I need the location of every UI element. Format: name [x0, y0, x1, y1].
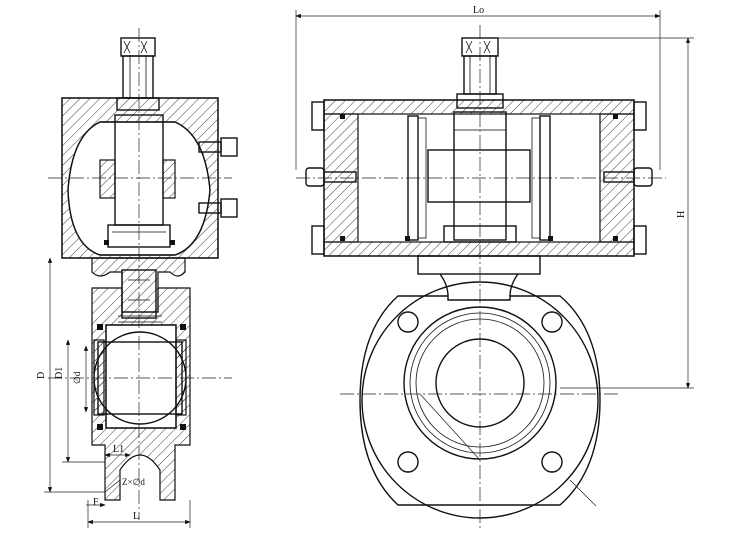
side-dimensions — [44, 257, 191, 528]
mounting-bracket — [417, 255, 541, 297]
dim-label-l: L — [133, 511, 139, 522]
dim-label-lo: Lo — [473, 5, 484, 16]
dim-label-z: Z×∅d — [122, 477, 145, 487]
side-section-view: D D1 ∅d L1 Z×∅d F L — [36, 28, 238, 528]
dim-label-d1: D1 — [54, 367, 65, 379]
dim-label-d: D — [36, 372, 47, 379]
front-view: Lo H — [295, 5, 694, 530]
dim-label-h: H — [676, 211, 687, 218]
pneumatic-actuator-section — [305, 99, 653, 257]
dim-label-f: F — [93, 497, 99, 508]
valve-body-section — [91, 287, 191, 501]
front-dimensions — [295, 10, 694, 389]
dim-label-bore: ∅d — [72, 371, 82, 384]
dim-label-l1: L1 — [113, 444, 124, 455]
